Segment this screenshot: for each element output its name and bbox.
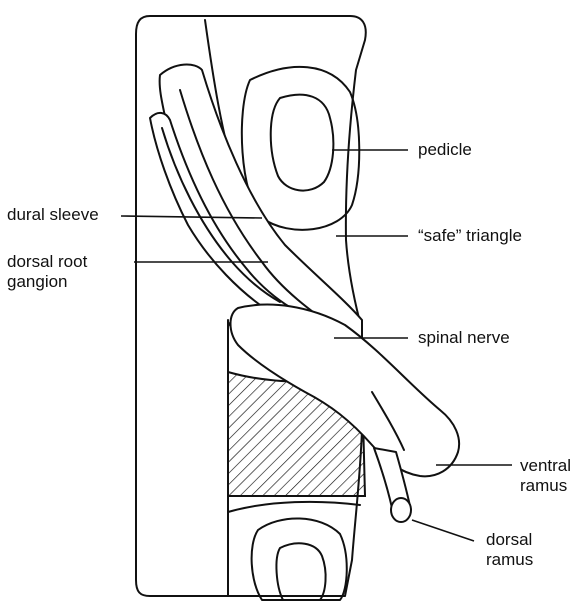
lower-pedicle-inner (276, 543, 325, 600)
label-dural-sleeve: dural sleeve (7, 205, 99, 225)
label-dorsal-root-ganglion: dorsal root gangion (7, 252, 87, 292)
label-ventral-ramus: ventral ramus (520, 456, 571, 496)
pedicle-inner (271, 95, 334, 191)
lower-vertebra (228, 496, 365, 512)
pedicle-shape (242, 67, 359, 230)
lower-pedicle (252, 518, 347, 600)
label-pedicle: pedicle (418, 140, 472, 160)
label-spinal-nerve: spinal nerve (418, 328, 510, 348)
label-dorsal-ramus: dorsal ramus (486, 530, 533, 570)
dorsal-ramus-end (391, 498, 411, 522)
leader-dorsal-ramus (412, 520, 474, 541)
label-safe-triangle: “safe” triangle (418, 226, 522, 246)
